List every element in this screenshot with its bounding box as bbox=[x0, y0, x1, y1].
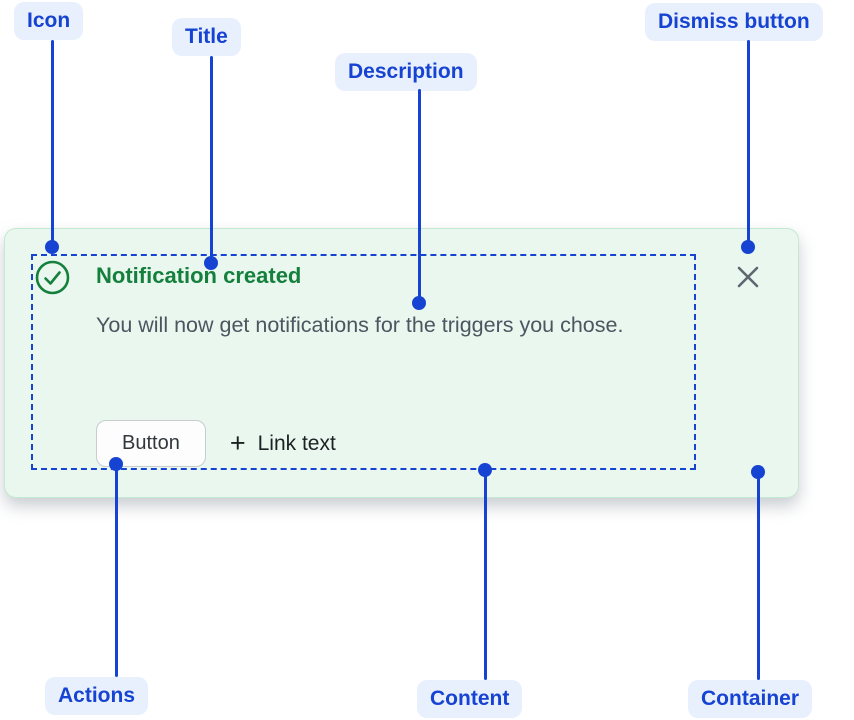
annotation-label-description: Description bbox=[335, 53, 477, 91]
annotation-line-description bbox=[418, 89, 421, 299]
annotation-dot-title bbox=[204, 256, 218, 270]
annotation-line-title bbox=[210, 56, 213, 258]
annotation-label-container: Container bbox=[688, 680, 813, 718]
check-circle-icon bbox=[35, 260, 70, 295]
annotation-dot-icon bbox=[45, 240, 59, 254]
flag-link-label: Link text bbox=[257, 431, 336, 455]
annotation-line-icon bbox=[51, 40, 54, 242]
annotation-label-title: Title bbox=[172, 18, 241, 56]
annotation-dot-dismiss-button bbox=[741, 240, 755, 254]
dismiss-button[interactable] bbox=[734, 263, 762, 291]
annotation-label-dismiss-button: Dismiss button bbox=[645, 3, 823, 41]
annotation-label-content: Content bbox=[417, 680, 523, 718]
annotation-dot-actions bbox=[109, 457, 123, 471]
annotation-line-actions bbox=[115, 468, 118, 677]
close-icon bbox=[734, 266, 762, 294]
annotation-dot-container bbox=[751, 465, 765, 479]
flag-title: Notification created bbox=[96, 263, 302, 288]
content-outline bbox=[31, 254, 696, 470]
annotation-line-container bbox=[757, 476, 760, 680]
plus-icon: + bbox=[229, 428, 246, 458]
annotation-line-content bbox=[484, 474, 487, 680]
annotation-line-dismiss-button bbox=[747, 40, 750, 242]
flag-description: You will now get notifications for the t… bbox=[96, 313, 624, 337]
flag-link[interactable]: + Link text bbox=[230, 430, 336, 457]
flag-actions: Button + Link text bbox=[96, 420, 336, 467]
annotation-dot-description bbox=[412, 296, 426, 310]
annotation-dot-content bbox=[478, 463, 492, 477]
annotation-label-icon: Icon bbox=[14, 2, 84, 40]
annotation-label-actions: Actions bbox=[45, 677, 149, 715]
